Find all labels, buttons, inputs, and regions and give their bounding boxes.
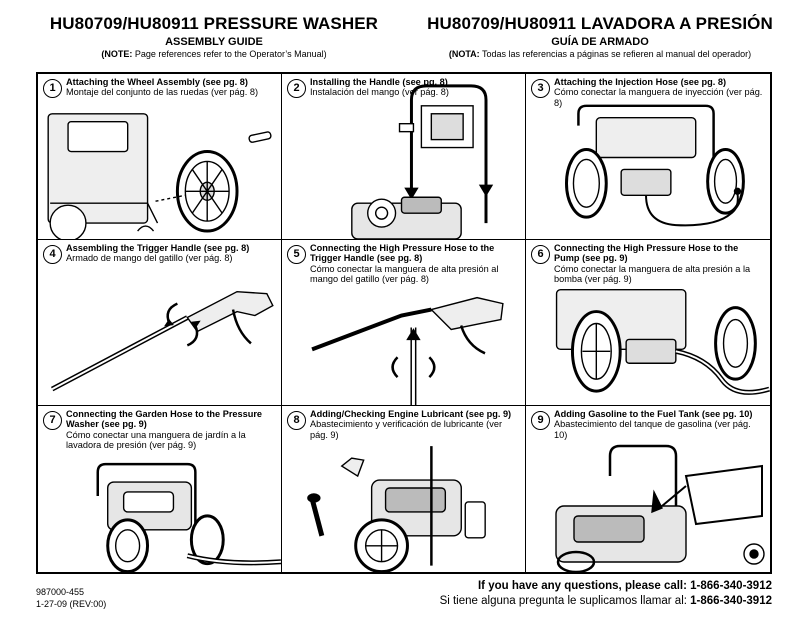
step-title-english: Adding Gasoline to the Fuel Tank (see pg… [554,409,753,419]
step-number-badge: 9 [531,411,550,430]
step-number-badge: 5 [287,245,306,264]
step-caption: Connecting the High Pressure Hose to the… [554,243,766,285]
step-caption: Connecting the High Pressure Hose to the… [310,243,521,285]
step-title-spanish: Cómo conectar la manguera de inyección (… [554,87,763,108]
page-subtitle-english: ASSEMBLY GUIDE [165,36,263,48]
step-title-spanish: Instalación del mango (ver pág. 8) [310,87,449,98]
injection-hose-illustration [565,104,745,227]
note-text-english: Page references refer to the Operator’s … [132,49,327,59]
header-spanish: HU80709/HU80911 LAVADORA A PRESIÓN GUÍA … [404,14,796,59]
high-pressure-hose-pump-illustration [555,289,770,395]
step-caption: Adding/Checking Engine Lubricant (see pg… [310,409,521,440]
step-title-spanish: Abastecimiento y verificación de lubrica… [310,419,503,440]
step-number-badge: 6 [531,245,550,264]
note-label-spanish: (NOTA: [448,49,480,59]
handle-installation-illustration [351,84,494,239]
step-title-spanish: Cómo conectar una manguera de jardín a l… [66,429,246,451]
step-title-english: Assembling the Trigger Handle (see pg. 8… [66,243,250,253]
page-title-english: HU80709/HU80911 PRESSURE WASHER [49,14,379,33]
step-number-badge: 3 [531,79,550,98]
revision-date: 1-27-09 (REV:00) [36,599,107,609]
step-title-spanish: Abastecimiento del tanque de gasolina (v… [554,419,751,440]
note-label-english: (NOTE: [101,49,133,59]
step-number-badge: 1 [43,79,62,98]
step-caption: Assembling the Trigger Handle (see pg. 8… [66,243,277,264]
questions-spanish: Si tiene alguna pregunta le suplicamos l… [440,595,772,607]
note-english: (NOTE: Page references refer to the Oper… [28,49,400,59]
step-title-spanish: Armado de mango del gatillo (ver pág. 8) [66,253,233,264]
step-panel-8: 8 Adding/Checking Engine Lubricant (see p… [282,406,526,572]
wheel-assembly-illustration [47,113,272,239]
document-info: 987000-455 1-27-09 (REV:00) [36,586,106,610]
step-caption: Attaching the Injection Hose (see pg. 8)… [554,77,766,108]
note-spanish: (NOTA: Todas las referencias a páginas s… [404,49,796,59]
contact-info: If you have any questions, please call: … [440,580,772,607]
step-title-english: Adding/Checking Engine Lubricant (see pg… [310,409,512,419]
step-number-badge: 2 [287,79,306,98]
note-text-spanish: Todas las referencias a páginas se refie… [479,49,752,59]
questions-spanish-text: Si tiene alguna pregunta le suplicamos l… [439,595,691,607]
page-title-spanish: HU80709/HU80911 LAVADORA A PRESIÓN [427,14,773,33]
step-title-spanish: Cómo conectar la manguera de alta presió… [310,263,499,285]
step-number-badge: 7 [43,411,62,430]
step-caption: Attaching the Wheel Assembly (see pg. 8)… [66,77,277,98]
high-pressure-hose-trigger-illustration [311,296,504,405]
trigger-handle-illustration [50,290,274,392]
step-title-english: Attaching the Wheel Assembly (see pg. 8) [66,77,248,87]
step-title-spanish: Cómo conectar la manguera de alta presió… [554,263,751,285]
step-caption: Connecting the Garden Hose to the Pressu… [66,409,277,451]
garden-hose-illustration [96,462,281,572]
step-title-english: Connecting the Garden Hose to the Pressu… [66,409,263,430]
header-english: HU80709/HU80911 PRESSURE WASHER ASSEMBLY… [28,14,400,59]
step-title-english: Connecting the High Pressure Hose to the… [310,243,495,264]
gasoline-fuel-tank-illustration [555,444,765,572]
step-panel-9: 9 Adding Gasoline to the Fuel Tank (see p… [526,406,770,572]
questions-spanish-phone: 1-866-340-3912 [690,595,772,607]
step-caption: Installing the Handle (see pg. 8)Instala… [310,77,521,98]
page-subtitle-spanish: GUÍA DE ARMADO [551,36,649,48]
step-title-english: Connecting the High Pressure Hose to the… [554,243,739,264]
step-caption: Adding Gasoline to the Fuel Tank (see pg… [554,409,766,440]
step-title-spanish: Montaje del conjunto de las ruedas (ver … [66,87,259,98]
step-title-english: Attaching the Injection Hose (see pg. 8) [554,77,727,87]
step-panel-4: 4 Assembling the Trigger Handle (see pg. … [38,240,282,406]
questions-english: If you have any questions, please call: … [477,580,772,592]
step-title-english: Installing the Handle (see pg. 8) [310,77,448,87]
part-number: 987000-455 [36,587,85,597]
step-number-badge: 4 [43,245,62,264]
step-number-badge: 8 [287,411,306,430]
engine-lubricant-illustration [307,446,486,572]
